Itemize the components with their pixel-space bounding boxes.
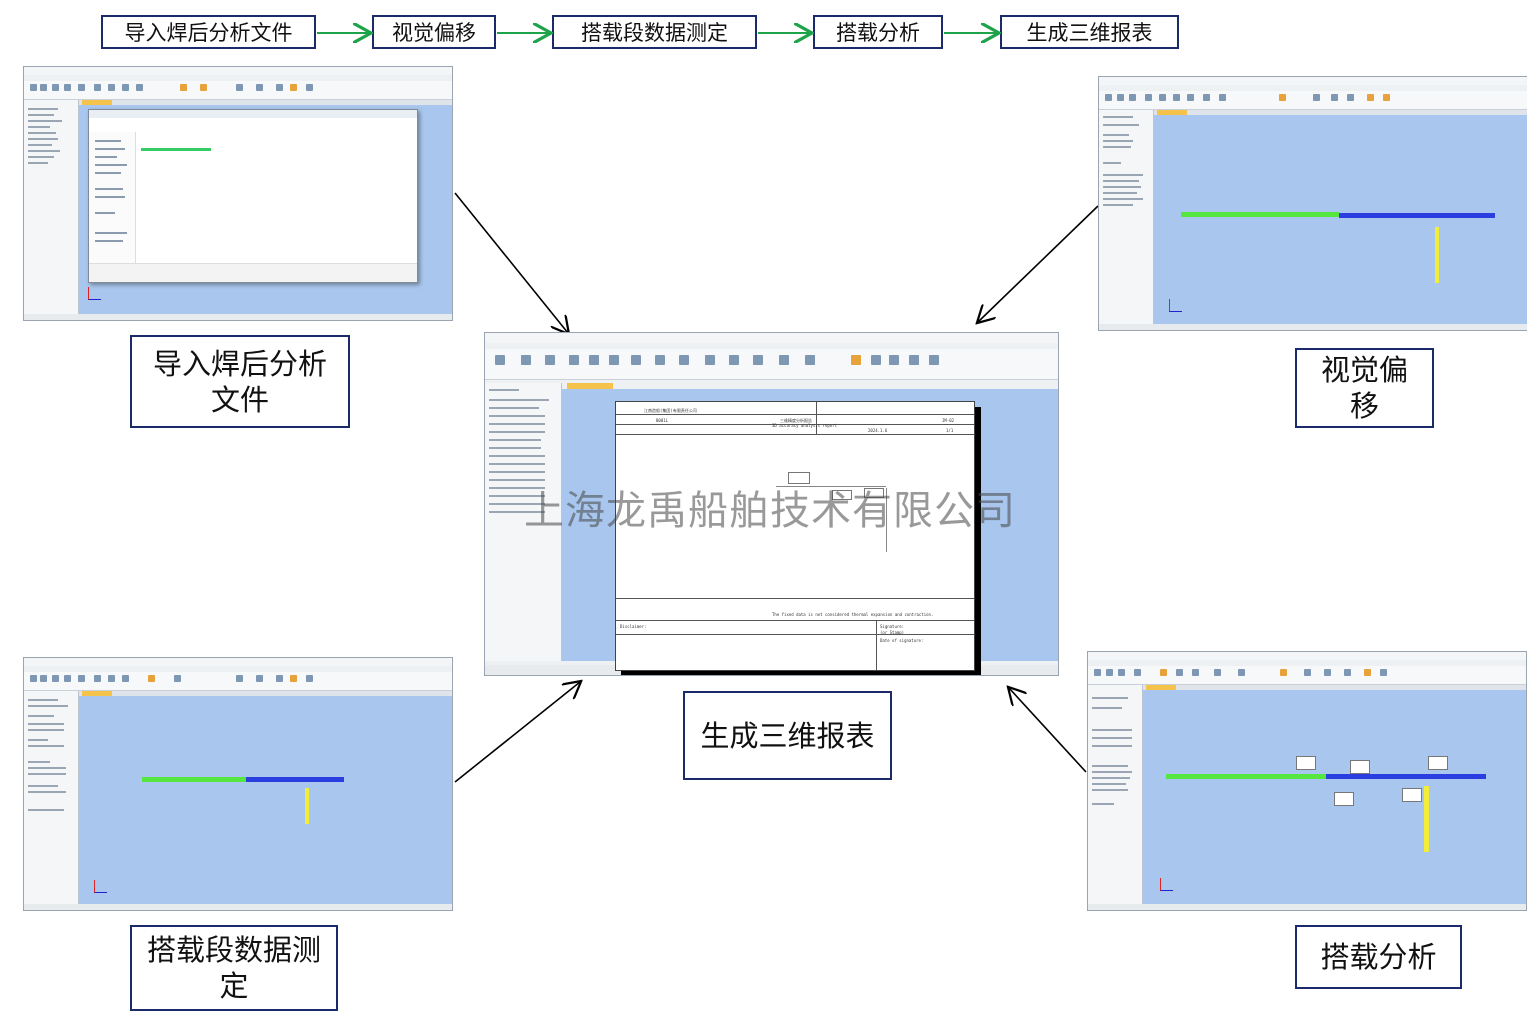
screenshot-visual-offset (1098, 76, 1527, 331)
screenshot-segment-measure (23, 657, 453, 911)
label-assembly-analysis: 搭载分析 (1295, 925, 1462, 989)
report-doc-no: JM-02 (942, 418, 955, 423)
report-signature: Signature: (880, 624, 905, 629)
arrow-topright-to-center (978, 205, 1099, 322)
flow-step-segment-measure: 搭载段数据测定 (552, 15, 757, 49)
report-block: B001L (656, 418, 669, 423)
flow-step-assembly-analysis: 搭载分析 (813, 15, 943, 49)
label-text: 生成三维报表 (700, 718, 875, 753)
flow-step-import: 导入焊后分析文件 (101, 15, 316, 49)
report-sheet-no: 1/1 (946, 428, 954, 433)
arrow-topleft-to-center (454, 192, 568, 333)
report-date-of-signature: Date of signature: (880, 638, 924, 643)
report-fixed-note: The fixed data is not considered thermal… (772, 612, 934, 617)
label-visual-offset: 视觉偏移 (1295, 348, 1434, 428)
report-sheet: 江南造船(集团)有限责任公司 B001L 三维精度分析报告 3D accurac… (615, 401, 975, 671)
screenshot-import (23, 66, 453, 321)
arrow-bottomleft-to-center (454, 682, 580, 783)
label-report: 生成三维报表 (683, 691, 892, 780)
report-disclaimer: Disclaimer: (620, 624, 647, 629)
flow-step-label: 搭载段数据测定 (581, 21, 728, 45)
report-title: 三维精度分析报告 (780, 418, 812, 423)
report-company: 江南造船(集团)有限责任公司 (644, 408, 697, 413)
screenshot-report: 江南造船(集团)有限责任公司 B001L 三维精度分析报告 3D accurac… (484, 332, 1059, 676)
screenshot-assembly-analysis (1087, 651, 1527, 911)
flow-step-label: 导入焊后分析文件 (124, 21, 293, 45)
report-date: 2024.1.6 (868, 428, 888, 433)
label-text: 导入焊后分析文件 (152, 346, 327, 417)
flow-step-report: 生成三维报表 (1000, 15, 1179, 49)
report-3d-view (776, 466, 887, 552)
label-segment-measure: 搭载段数据测定 (130, 925, 338, 1011)
flow-step-visual-offset: 视觉偏移 (372, 15, 496, 49)
company-watermark: 上海龙禹船舶技术有限公司 (524, 488, 1016, 534)
label-import: 导入焊后分析文件 (130, 335, 350, 428)
flow-step-label: 生成三维报表 (1026, 21, 1153, 45)
arrow-bottomright-to-center (1009, 688, 1087, 773)
label-text: 视觉偏移 (1320, 353, 1408, 423)
report-signature-sub: (or Stamp) (880, 630, 905, 635)
flow-step-label: 视觉偏移 (392, 21, 476, 45)
label-text: 搭载段数据测定 (146, 933, 321, 1003)
report-title-en: 3D accuracy analysis report (772, 423, 838, 428)
flow-step-label: 搭载分析 (836, 21, 920, 45)
label-text: 搭载分析 (1320, 940, 1437, 974)
open-file-dialog (88, 109, 418, 283)
